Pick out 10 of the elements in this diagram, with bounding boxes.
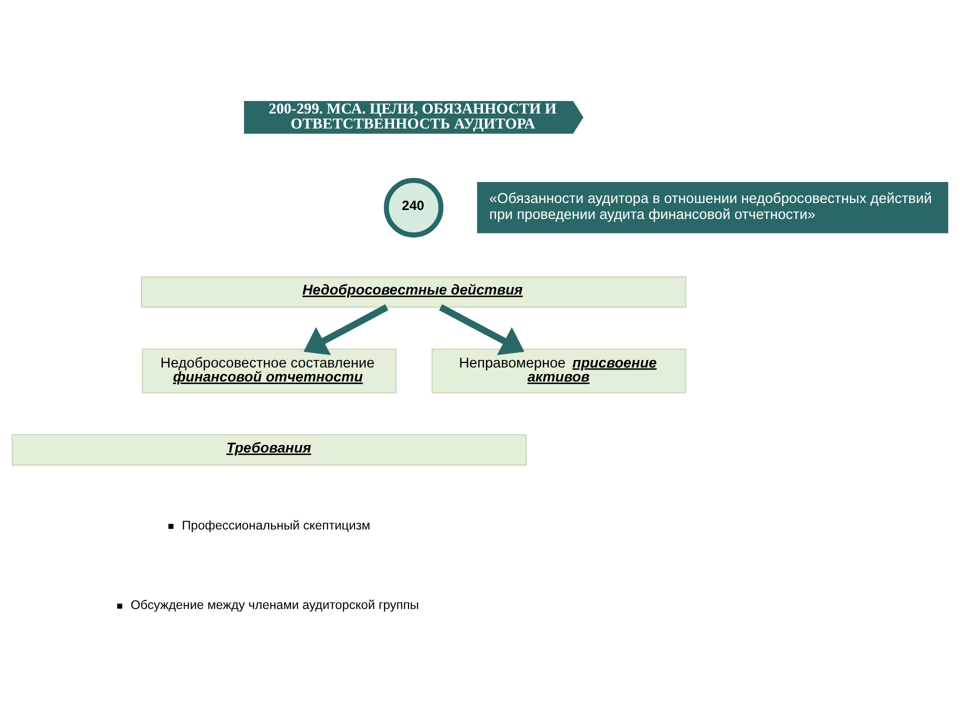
- node-box: Недобросовестные действия: [141, 276, 686, 308]
- node-box: Неправомерное присвоение активов: [432, 348, 686, 393]
- label: Обсуждение между членами аудиторской группы: [130, 598, 419, 612]
- node-box: «Обязанности аудитора в отношении недобросовестных действий при проведении аудита финансовой отчетности»: [477, 182, 948, 233]
- node-box: Недобросовестное составление финансовой отчетности: [142, 348, 396, 393]
- node-circle: 240: [384, 177, 444, 237]
- node-box: Требования: [12, 434, 527, 465]
- arrow: [304, 304, 388, 355]
- label: Профессиональный скептицизм: [182, 518, 370, 532]
- arrow: [439, 304, 524, 355]
